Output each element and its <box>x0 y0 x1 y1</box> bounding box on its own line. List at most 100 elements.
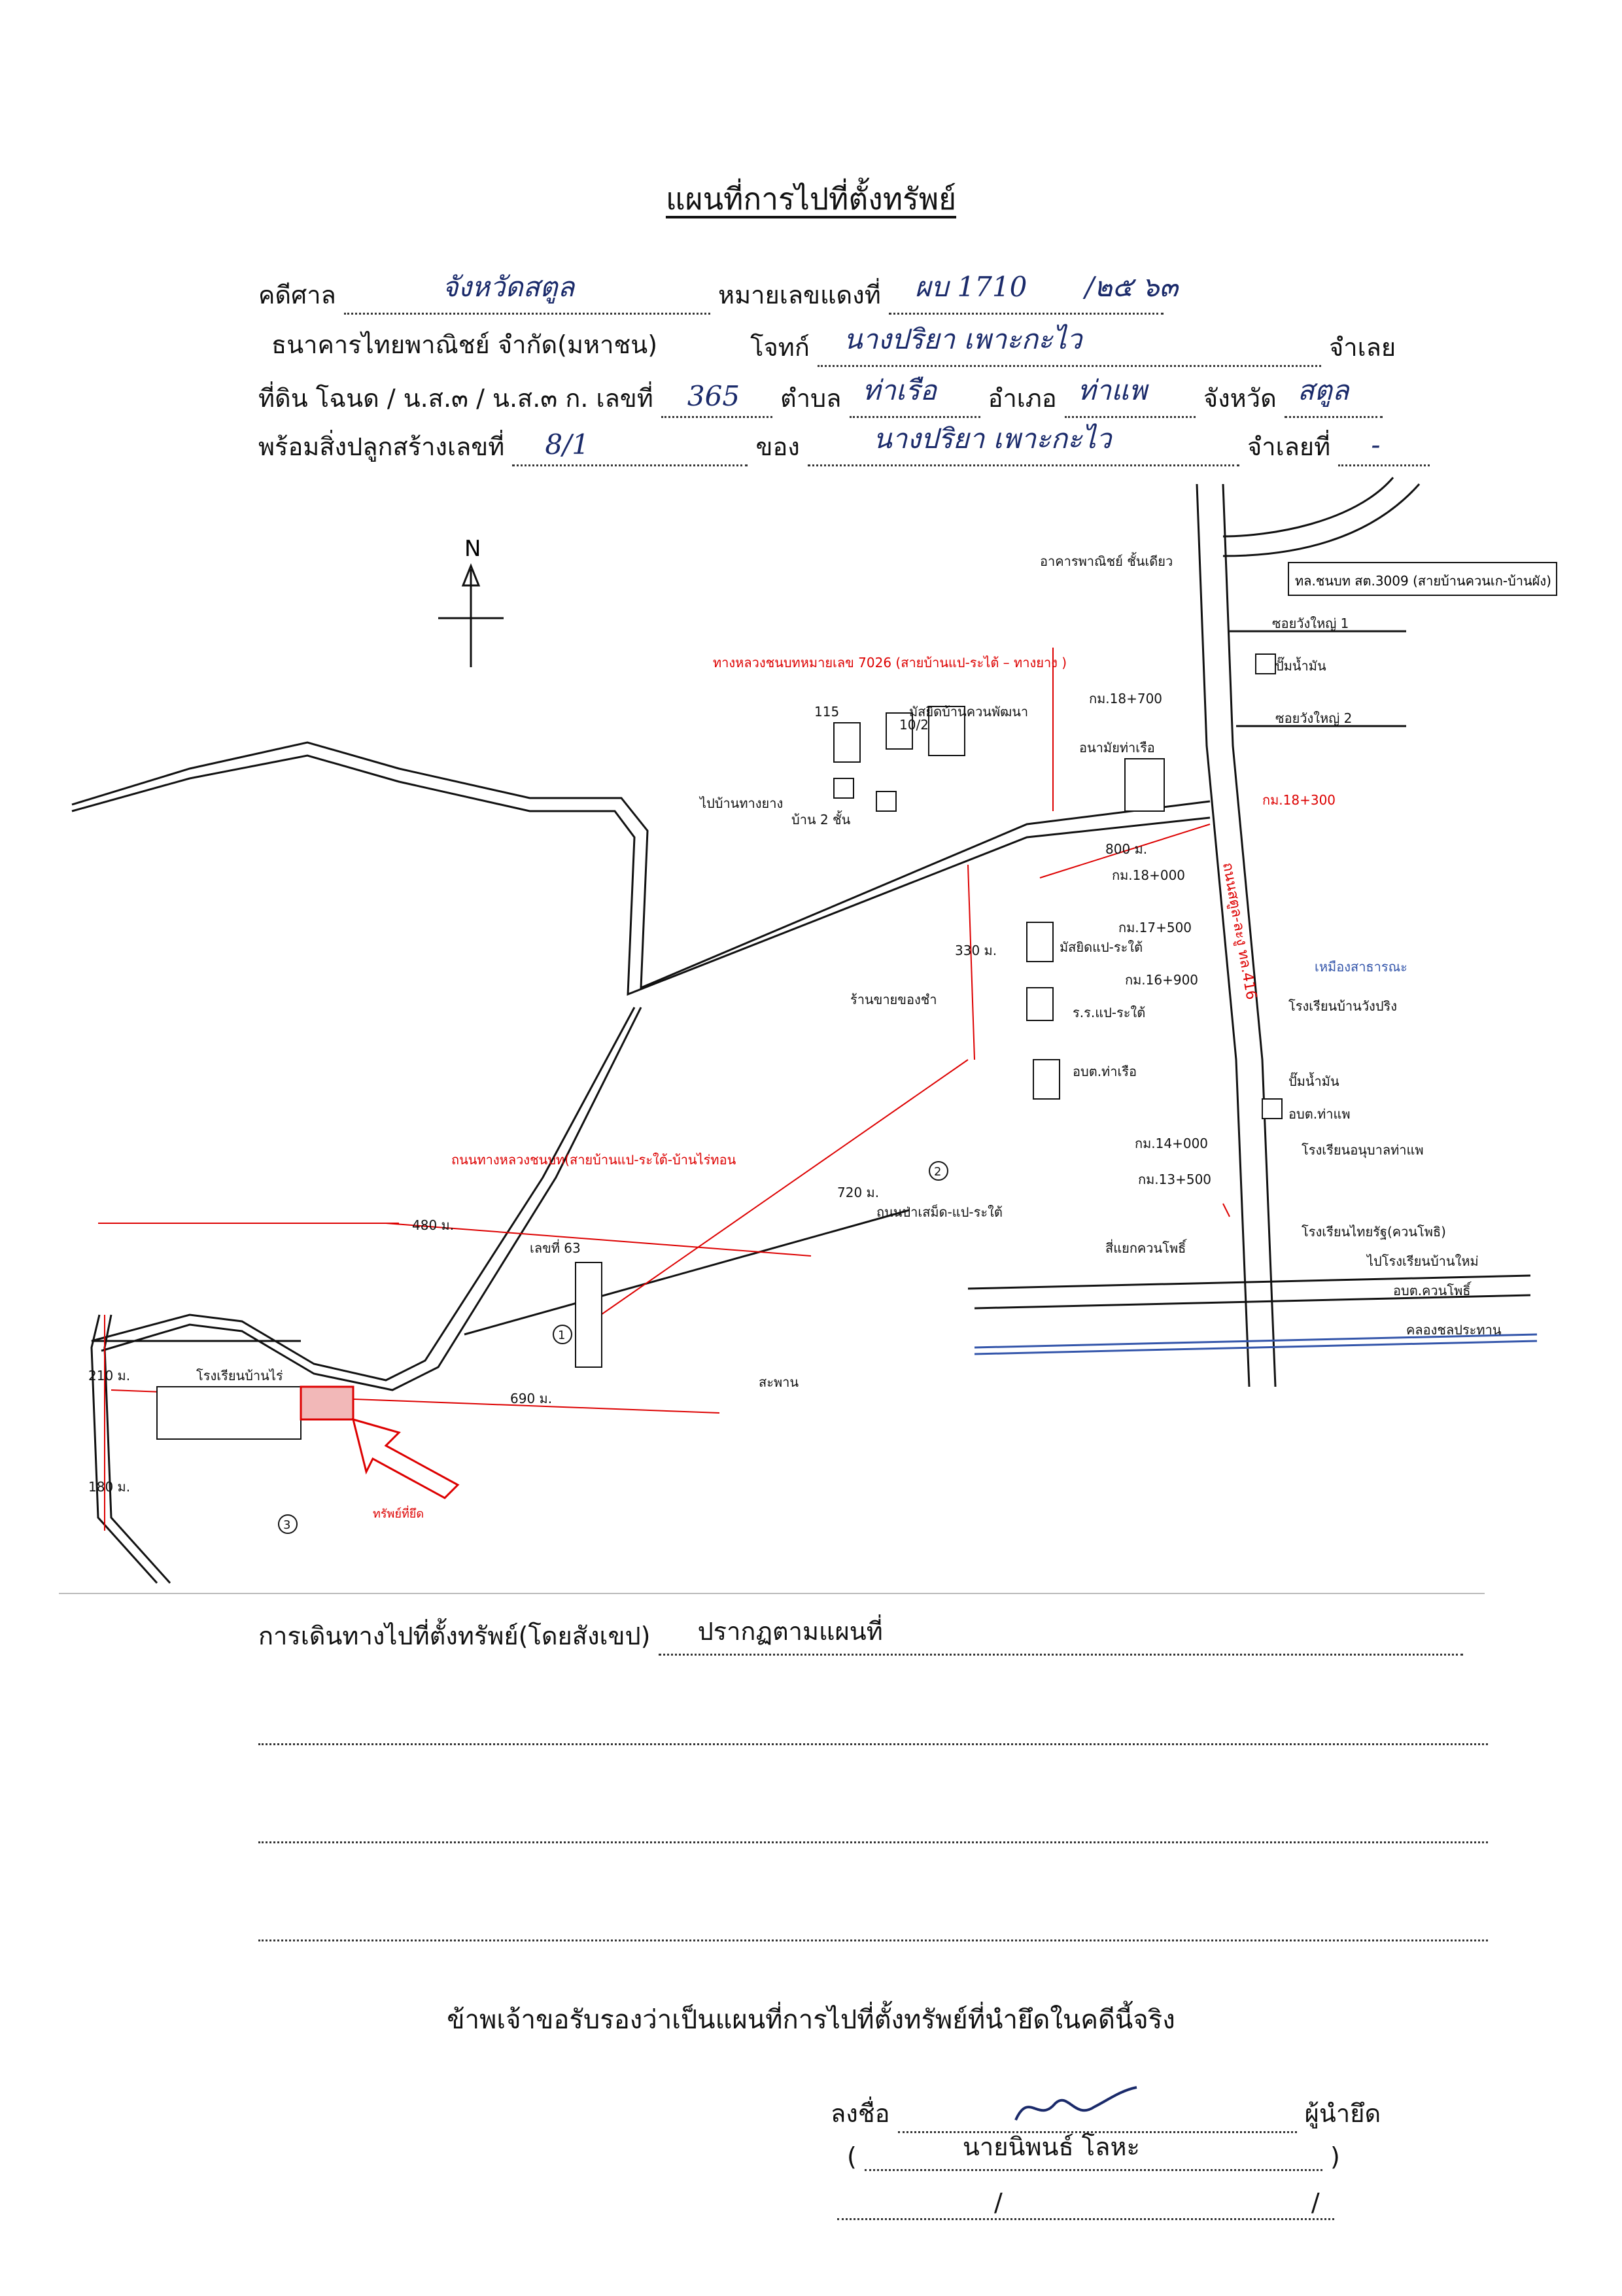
north-label: N <box>464 536 481 562</box>
land-line: ที่ดิน โฉนด / น.ส.๓ / น.ส.๓ ก. เลขที่ 36… <box>258 374 1383 418</box>
road-3009 <box>1222 477 1421 557</box>
target-arrow-icon <box>351 1418 460 1499</box>
location-map: N ถนนสตูล-ละงู ทล.416 ทล.ชนบท สต.3009 (ส… <box>71 477 1557 1584</box>
map-label-d690: 690 ม. <box>510 1391 552 1406</box>
map-label-c2: 2 <box>934 1165 941 1179</box>
plaintiff-suffix-label: โจทก์ <box>750 333 810 362</box>
owner-label: ของ <box>755 432 800 461</box>
map-label-house2: บ้าน 2 ชั้น <box>791 810 851 827</box>
map-label-km18700: กม.18+700 <box>1089 691 1162 706</box>
map-label-mosque-khuan: มัสยิดบ้านควนพัฒนา <box>909 704 1028 720</box>
map-label-school-banrai: โรงเรียนบ้านไร่ <box>196 1368 283 1383</box>
map-label-road-padmed: ถนนป่าเสม็ด-แป-ระใต้ <box>876 1204 1003 1220</box>
map-label-km16900: กม.16+900 <box>1125 972 1198 988</box>
map-label-soi-wangyai1: ซอยวังใหญ่ 1 <box>1272 616 1349 631</box>
map-label-gas1: ปั๊มน้ำมัน <box>1275 656 1326 674</box>
building-field[interactable]: 8/1 <box>512 428 748 466</box>
map-label-canal: คลองชลประทาน <box>1406 1322 1502 1338</box>
route-markers <box>278 1161 948 1534</box>
subdistrict-value: ท่าเรือ <box>862 374 937 406</box>
map-label-house63: เลขที่ 63 <box>530 1239 581 1256</box>
map-label-km18000: กม.18+000 <box>1112 867 1185 883</box>
target-property <box>300 1385 354 1421</box>
map-label-junction: สี่แยกควนโพธิ์ <box>1105 1238 1187 1256</box>
land-label: ที่ดิน <box>258 384 308 413</box>
highway-416 <box>1196 483 1277 1387</box>
map-label-gas2: ปั๊มน้ำมัน <box>1288 1071 1339 1089</box>
province-label: จังหวัด <box>1203 384 1277 413</box>
province-value: สตูล <box>1297 374 1349 406</box>
owner-value: นางปริยา เพาะกะไว <box>872 423 1112 455</box>
district-value: ท่าแพ <box>1077 374 1147 406</box>
plaintiff-value: ธนาคารไทยพาณิชย์ จำกัด(มหาชน) <box>271 330 658 359</box>
owner-field[interactable]: นางปริยา เพาะกะไว <box>807 423 1239 466</box>
map-label-km18300: กม.18+300 <box>1262 792 1336 808</box>
subdistrict-field[interactable]: ท่าเรือ <box>849 374 980 418</box>
map-label-obt-khuanpho: อบต.ควนโพธิ์ <box>1393 1281 1472 1298</box>
travel-line-4[interactable] <box>258 1939 1488 1941</box>
map-label-km17500: กม.17+500 <box>1118 920 1192 935</box>
travel-field[interactable]: ปรากฏตามแผนที่ <box>658 1617 1463 1656</box>
defendant-value: นางปริยา เพาะกะไว <box>843 323 1082 355</box>
land-number-value: 365 <box>687 380 740 412</box>
defendant-no-field[interactable]: - <box>1338 428 1430 466</box>
map-label-road-7026: ทางหลวงชนบทหมายเลข 7026 (สายบ้านแป-ระไต้… <box>713 655 1067 670</box>
map-label-d330: 330 ม. <box>955 943 997 958</box>
province-field[interactable]: สตูล <box>1284 374 1383 418</box>
name-line: ( นายนิพนธ์ โลหะ ) <box>847 2132 1340 2179</box>
date-field[interactable]: / / <box>837 2188 1334 2220</box>
court-line: คดีศาล จังหวัดสตูล หมายเลขแดงที่ ผบ 1710… <box>258 271 1178 315</box>
map-label-health-tharuea: อนามัยท่าเรือ <box>1079 740 1155 756</box>
role-label: ผู้นำยึด <box>1304 2099 1381 2128</box>
map-buildings <box>156 653 1283 1440</box>
plaintiff-field: ธนาคารไทยพาณิชย์ จำกัด(มหาชน) <box>258 330 742 367</box>
map-label-d180: 180 ม. <box>88 1479 130 1495</box>
map-label-shop-house: อาคารพาณิชย์ ชั้นเดียว <box>1040 552 1173 569</box>
open-paren: ( <box>847 2142 857 2171</box>
red-case-field[interactable]: ผบ 1710 /๒๕ ๖๓ <box>888 271 1178 315</box>
defendant-no-value: - <box>1371 428 1381 461</box>
district-field[interactable]: ท่าแพ <box>1064 374 1196 418</box>
red-case-value: ผบ 1710 <box>914 271 1027 303</box>
court-value: จังหวัดสตูล <box>441 271 575 303</box>
map-label-d480: 480 ม. <box>412 1217 454 1233</box>
map-label-target: ทรัพย์ที่ยึด <box>373 1505 424 1521</box>
signature-line: ลงชื่อ ผู้นำยึด <box>831 2086 1381 2133</box>
divider <box>59 1593 1485 1594</box>
signature-field[interactable] <box>897 2086 1297 2133</box>
map-label-shop-sell: ร้านขายของชำ <box>850 992 937 1007</box>
court-label: คดีศาล <box>258 281 336 309</box>
certify-text: ข้าพเจ้าขอรับรองว่าเป็นแผนที่การไปที่ตั้… <box>447 2005 1175 2035</box>
north-arrow-icon: N <box>438 536 504 667</box>
defendant-field[interactable]: นางปริยา เพาะกะไว <box>817 323 1321 367</box>
map-label-obt-thaphae: อบต.ท่าแพ <box>1288 1106 1351 1122</box>
map-label-school-pae: ร.ร.แป-ระใต้ <box>1073 1005 1145 1020</box>
close-paren: ) <box>1330 2142 1340 2171</box>
map-label-kindergarten: โรงเรียนอนุบาลท่าแพ <box>1302 1142 1424 1158</box>
map-label-road-paeraitai: ถนนทางหลวงชนบท(สายบ้านแป-ระใต้-บ้านไร่ทอ… <box>451 1152 736 1168</box>
land-types: โฉนด / น.ส.๓ / น.ส.๓ ก. เลขที่ <box>315 384 653 413</box>
map-label-to-thangyang: ไปบ้านทางยาง <box>699 795 783 811</box>
map-label-c3: 3 <box>283 1518 290 1532</box>
map-label-n102: 10/2 <box>899 717 929 733</box>
map-labels: อาคารพาณิชย์ ชั้นเดียว ซอยวังใหญ่ 1 ปั๊ม… <box>88 552 1502 1532</box>
travel-line: การเดินทางไปที่ตั้งทรัพย์(โดยสังเขป) ปรา… <box>258 1616 1463 1656</box>
map-label-km14000: กม.14+000 <box>1135 1136 1208 1151</box>
travel-line-2[interactable] <box>258 1743 1488 1745</box>
court-field[interactable]: จังหวัดสตูล <box>343 271 710 315</box>
red-case-label: หมายเลขแดงที่ <box>718 281 881 309</box>
map-label-km13500: กม.13+500 <box>1138 1172 1211 1187</box>
signature-mark-icon <box>1014 2086 1137 2121</box>
map-label-d210: 210 ม. <box>88 1368 130 1383</box>
red-markers <box>98 648 1230 1531</box>
defendant-suffix-label: จำเลย <box>1329 333 1396 362</box>
highway-3009-label: ทล.ชนบท สต.3009 (สายบ้านควนเก-บ้านผัง) <box>1295 573 1551 589</box>
travel-line-3[interactable] <box>258 1841 1488 1843</box>
route-416-label: ถนนสตูล-ละงู ทล.416 <box>1219 861 1260 1001</box>
map-label-school-thairat: โรงเรียนไทยรัฐ(ควนโพธิ) <box>1302 1224 1446 1240</box>
building-line: พร้อมสิ่งปลูกสร้างเลขที่ 8/1 ของ นางปริย… <box>258 423 1430 466</box>
land-number-field[interactable]: 365 <box>661 380 772 418</box>
map-label-d800: 800 ม. <box>1105 841 1147 857</box>
sign-label: ลงชื่อ <box>831 2099 890 2128</box>
year-value: /๒๕ ๖๓ <box>1084 271 1179 303</box>
